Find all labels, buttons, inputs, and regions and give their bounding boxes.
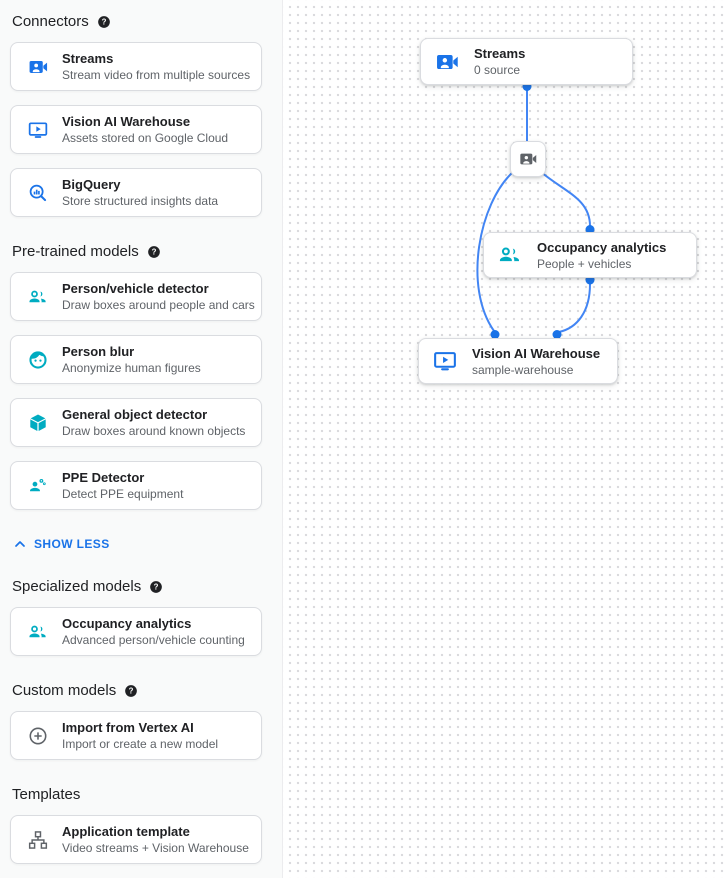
node-subtitle: 0 source — [474, 63, 521, 77]
section-title: Templates — [12, 786, 81, 803]
card-title: PPE Detector — [62, 470, 145, 485]
card-title: Import from Vertex AI — [62, 720, 194, 735]
graph-node-streams[interactable]: Streams 0 source — [420, 38, 633, 85]
node-subtitle: sample-warehouse — [472, 362, 574, 377]
section-header: Templates — [12, 786, 262, 803]
section-title: Specialized models — [12, 578, 142, 595]
card-text: Import from Vertex AI Import or create a … — [62, 720, 218, 751]
card-title: Person/vehicle detector — [62, 281, 209, 296]
cube-icon — [27, 412, 49, 434]
svg-text:?: ? — [151, 247, 156, 256]
card-subtitle: Detect PPE equipment — [62, 487, 184, 501]
svg-text:?: ? — [129, 686, 134, 695]
card-title: BigQuery — [62, 177, 121, 192]
smart-display-icon — [432, 348, 458, 374]
help-icon[interactable]: ? — [124, 684, 138, 698]
ppe-icon — [27, 475, 49, 497]
card-subtitle: Advanced person/vehicle counting — [62, 633, 245, 647]
group-icon — [27, 286, 49, 308]
tree-icon — [27, 829, 49, 851]
chevron-up-icon — [12, 536, 28, 552]
node-title: Occupancy analytics — [537, 239, 667, 255]
graph-edge — [540, 171, 591, 227]
show-less-button[interactable]: SHOW LESS — [12, 536, 262, 552]
svg-text:?: ? — [154, 582, 159, 591]
edges-layer — [476, 82, 595, 339]
card-subtitle: Import or create a new model — [62, 737, 219, 751]
card-title: Vision AI Warehouse — [62, 114, 191, 129]
group-icon — [497, 242, 523, 268]
section-title: Custom models — [12, 682, 117, 699]
palette-section-pre-trained-models: Pre-trained models ? Person/vehicle dete… — [10, 243, 262, 552]
palette-section-specialized-models: Specialized models ? Occupancy analytics… — [10, 578, 262, 656]
section-header: Specialized models ? — [12, 578, 262, 595]
face-icon — [27, 349, 49, 371]
card-subtitle: Draw boxes around known objects — [62, 424, 246, 438]
card-title: General object detector — [62, 407, 208, 422]
help-icon[interactable]: ? — [149, 580, 163, 594]
card-title: Streams — [62, 51, 114, 66]
section-header: Pre-trained models ? — [12, 243, 262, 260]
card-title: Occupancy analytics — [62, 616, 192, 631]
node-title: Streams — [474, 46, 526, 61]
section-header: Connectors ? — [12, 13, 262, 30]
smart-display-icon — [27, 119, 49, 141]
node-text: Streams 0 source — [474, 46, 525, 77]
group-icon — [27, 621, 49, 643]
help-icon[interactable]: ? — [147, 245, 161, 259]
svg-text:?: ? — [101, 17, 106, 26]
video-camera-front-icon — [434, 49, 460, 75]
card-subtitle: Anonymize human figures — [62, 361, 201, 375]
graph-edge — [558, 283, 591, 333]
video-camera-front-icon — [27, 56, 49, 78]
card-subtitle: Stream video from multiple sources — [62, 68, 251, 82]
card-subtitle: Video streams + Vision Warehouse — [62, 841, 249, 855]
palette-card-import-from-vertex-ai[interactable]: Import from Vertex AI Import or create a … — [10, 711, 262, 760]
card-subtitle: Assets stored on Google Cloud — [62, 131, 229, 145]
card-title: Application template — [62, 824, 190, 839]
graph-node-mini[interactable] — [510, 141, 546, 177]
section-title: Pre-trained models — [12, 243, 139, 260]
add-circle-icon — [27, 725, 49, 747]
node-subtitle: People + vehicles — [537, 256, 632, 271]
bigquery-icon — [27, 182, 49, 204]
section-title: Connectors — [12, 13, 89, 30]
section-header: Custom models ? — [12, 682, 262, 699]
video-camera-front-icon — [518, 149, 538, 169]
card-title: Person blur — [62, 344, 135, 359]
card-subtitle: Store structured insights data — [62, 194, 219, 208]
help-icon[interactable]: ? — [97, 15, 111, 29]
node-title: Vision AI Warehouse — [472, 345, 601, 361]
show-less-label: SHOW LESS — [34, 537, 110, 551]
card-subtitle: Draw boxes around people and cars — [62, 298, 255, 312]
